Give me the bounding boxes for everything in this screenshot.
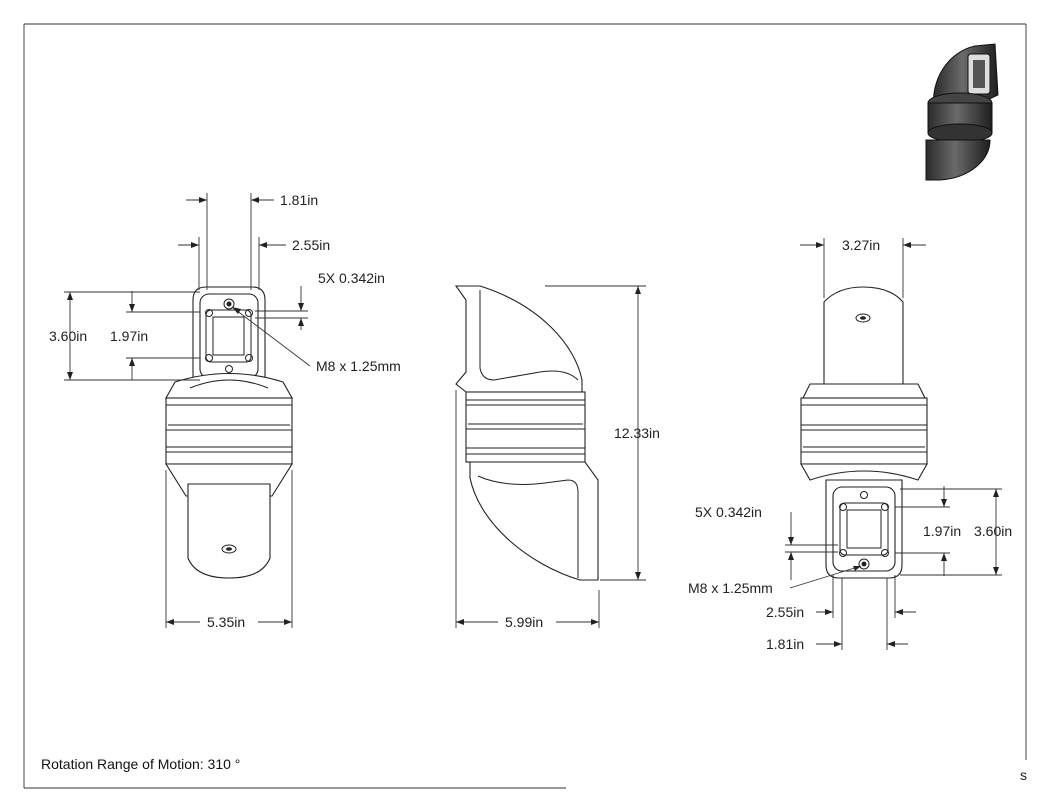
- front-view-dimensions: 1.81in 2.55in 5X 0.342in 3.60in 1.97in: [49, 192, 401, 630]
- front-dim-5-35: 5.35in: [207, 614, 245, 630]
- back-thread-callout: M8 x 1.25mm: [688, 580, 773, 596]
- front-dim-2-55: 2.55in: [292, 237, 330, 253]
- front-view: [165, 286, 293, 579]
- rotation-note: Rotation Range of Motion: 310 °: [41, 756, 240, 772]
- front-lower-tab: [187, 483, 271, 579]
- back-view: [800, 286, 928, 579]
- sheet-border: [23, 23, 1027, 789]
- back-dim-2-55: 2.55in: [766, 604, 804, 620]
- back-mount-plate: [832, 486, 896, 572]
- side-lower-elbow: [469, 461, 599, 581]
- side-upper-elbow: [454, 285, 583, 393]
- side-dim-5-99: 5.99in: [505, 614, 543, 630]
- side-dim-12-33: 12.33in: [614, 425, 660, 441]
- back-dim-1-81: 1.81in: [766, 636, 804, 652]
- back-top-tab: [823, 286, 904, 385]
- back-hole-callout: 5X 0.342in: [695, 504, 762, 520]
- front-thread-callout: M8 x 1.25mm: [316, 358, 401, 374]
- back-thread-hole: [858, 558, 870, 570]
- front-dim-1-97: 1.97in: [110, 328, 148, 344]
- front-dim-1-81: 1.81in: [280, 192, 318, 208]
- back-view-dimensions: 3.27in 5X 0.342in 3.60in 1.97in M8 x 1.2…: [688, 237, 1012, 652]
- front-dim-3-60: 3.60in: [49, 328, 87, 344]
- sheet-edge-mark: s: [1020, 767, 1027, 783]
- side-view: [454, 285, 599, 581]
- isometric-model-icon: [925, 43, 999, 181]
- front-hole-callout: 5X 0.342in: [318, 270, 385, 286]
- back-dim-3-27: 3.27in: [842, 237, 880, 253]
- thread-hole: [223, 298, 235, 310]
- back-dim-1-97: 1.97in: [923, 523, 961, 539]
- side-view-dimensions: 12.33in 5.99in: [455, 285, 660, 630]
- back-dim-3-60: 3.60in: [974, 523, 1012, 539]
